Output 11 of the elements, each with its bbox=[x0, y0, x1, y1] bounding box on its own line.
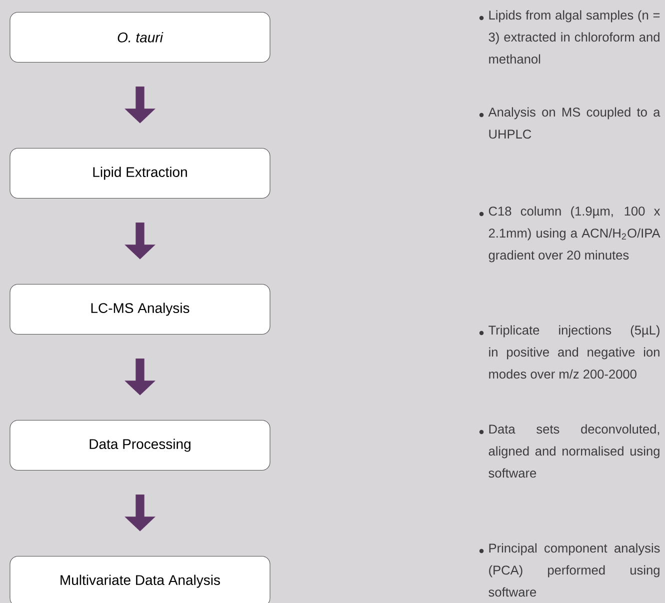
bullet-text: Analysis on MS coupled to a UHPLC bbox=[488, 107, 660, 139]
bullet-text: Principal component analysis (PCA) performed using software bbox=[488, 543, 660, 597]
bullet-text: C18 column (1.9µm, 100 x 2.1mm) using a ACN/H$_{2}$O/IPA gradient over 20 minutes bbox=[488, 206, 660, 262]
process-box: O. tauri bbox=[10, 12, 270, 63]
bullet-text: Data sets deconvoluted, aligned and normalised using software bbox=[488, 424, 660, 478]
process-box: Multivariate Data Analysis bbox=[10, 556, 270, 603]
bullet-text: Lipids from algal samples (n = 3) extracted in chloroform and methanol bbox=[488, 10, 660, 64]
process-box: Lipid Extraction bbox=[10, 148, 270, 199]
process-box: Data Processing bbox=[10, 420, 270, 471]
bullet-text: Triplicate injections (5µL) in positive and negative ion modes over m/z 200-2000 bbox=[488, 325, 660, 379]
process-box: LC-MS Analysis bbox=[10, 284, 270, 335]
